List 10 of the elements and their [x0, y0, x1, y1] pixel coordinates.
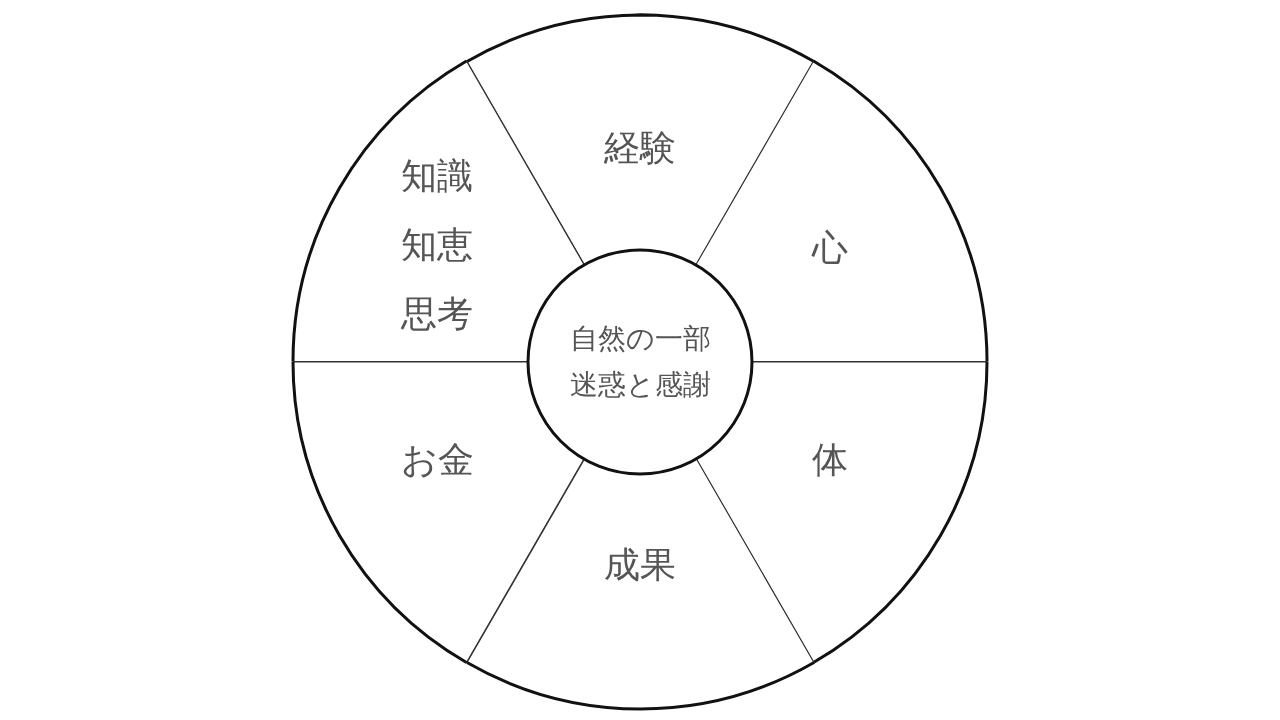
segment-label: 成果 — [604, 543, 676, 587]
center-label: 迷惑と感謝 — [569, 368, 711, 402]
segment-label: 体 — [812, 438, 848, 482]
segment-label: 思考 — [401, 292, 473, 336]
center-label: 自然の一部 — [569, 322, 711, 356]
segment-label: 知識 — [401, 154, 473, 198]
segment-label: 心 — [812, 226, 848, 270]
segment-label: 知恵 — [401, 223, 473, 267]
segment-label: 経験 — [604, 126, 676, 170]
segment-label: お金 — [400, 438, 474, 482]
